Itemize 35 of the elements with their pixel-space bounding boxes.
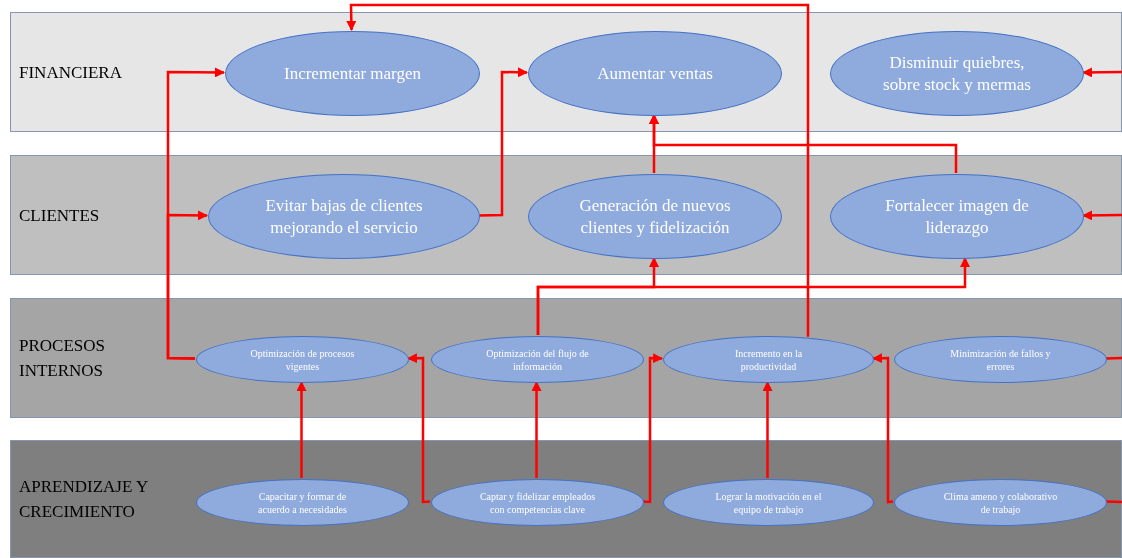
objective-text: Lograr la motivación en el equipo de trabajo bbox=[714, 489, 823, 516]
objective-text: Optimización del flujo de información bbox=[485, 346, 590, 373]
objective-text: Capacitar y formar de acuerdo a necesidades bbox=[257, 489, 348, 516]
objective-text: Evitar bajas de clientes mejorando el servicio bbox=[264, 194, 424, 239]
objective-text: Captar y fidelizar empleados con competencias clave bbox=[478, 489, 597, 516]
connector-arrow bbox=[872, 353, 894, 504]
perspective-band bbox=[10, 155, 1122, 275]
objective-text: Generación de nuevos clientes y fidelización bbox=[578, 194, 732, 239]
connector-arrow bbox=[346, 3, 810, 337]
perspective-band bbox=[10, 440, 1122, 558]
objective-text: Optimización de procesos vigentes bbox=[249, 346, 356, 373]
objective-text: Minimización de fallos y errores bbox=[949, 346, 1052, 373]
connector-arrow bbox=[407, 353, 431, 504]
objective-text: Incrementar margen bbox=[283, 62, 422, 85]
connector-arrow bbox=[166, 210, 208, 360]
perspective-label: PROCESOS INTERNOS bbox=[19, 335, 106, 382]
connector-arrow bbox=[296, 381, 307, 478]
perspective-label: CLIENTES bbox=[19, 204, 101, 227]
connector-arrow bbox=[1082, 67, 1122, 78]
connector-arrow bbox=[649, 114, 958, 173]
objective-text: Aumentar ventas bbox=[596, 62, 714, 85]
connector-arrow bbox=[762, 381, 773, 478]
connector-arrow bbox=[536, 256, 970, 335]
connector-arrow bbox=[642, 353, 663, 504]
objective-text: Disminuir quiebres, sobre stock y mermas bbox=[882, 51, 1032, 96]
perspective-band bbox=[10, 298, 1122, 418]
perspective-label: APRENDIZAJE Y CRECIMIENTO bbox=[19, 476, 149, 523]
connector-arrow bbox=[531, 381, 542, 478]
perspective-band bbox=[10, 12, 1122, 132]
objective-text: Clima ameno y colaborativo de trabajo bbox=[942, 489, 1059, 516]
objective-text: Fortalecer imagen de liderazgo bbox=[884, 194, 1030, 239]
objective-text: Incremento en la productividad bbox=[733, 346, 804, 373]
perspective-label: FINANCIERA bbox=[19, 61, 123, 84]
connector-arrow bbox=[1082, 210, 1122, 221]
connector-arrow bbox=[478, 67, 528, 217]
